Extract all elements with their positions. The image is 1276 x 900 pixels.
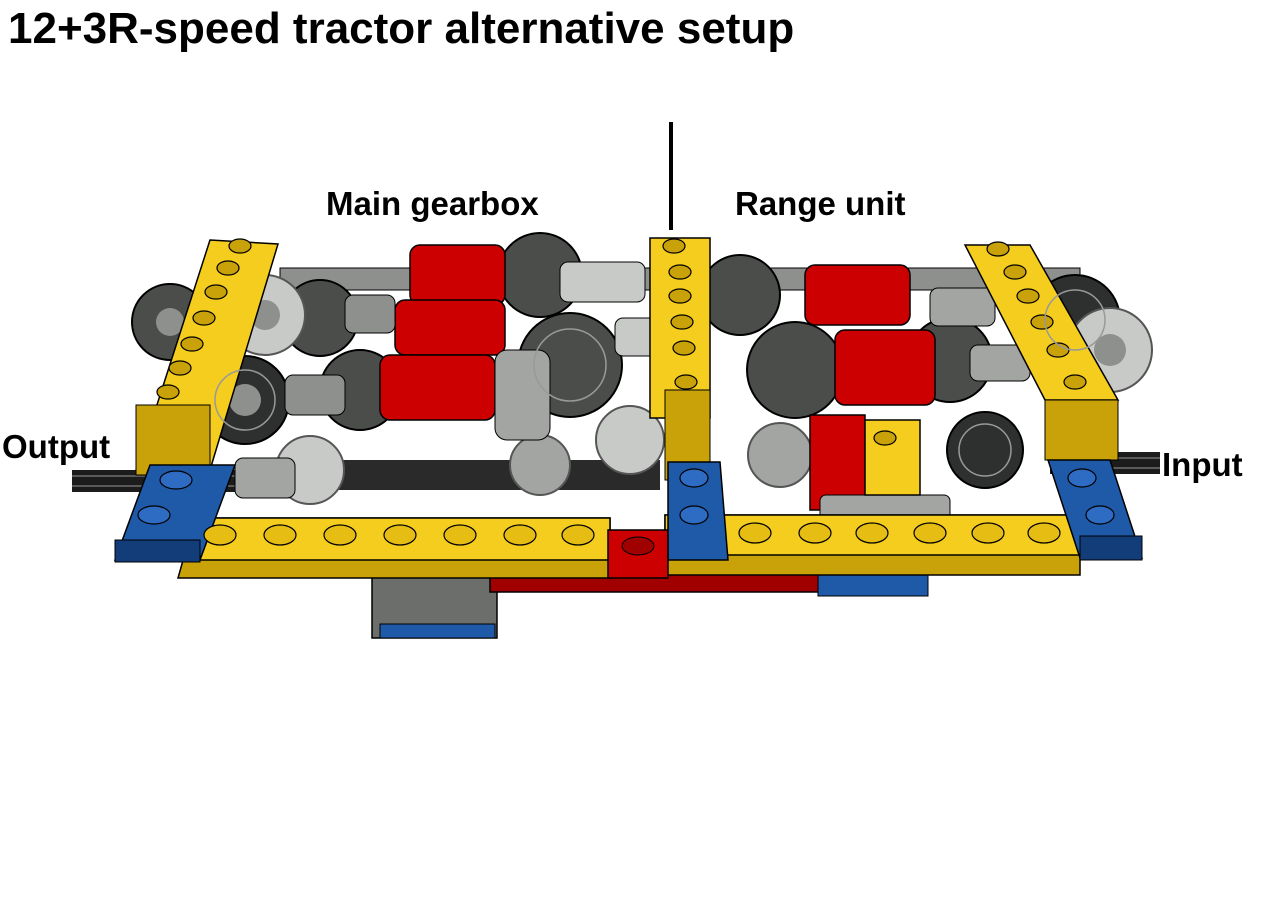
liftarm-holes — [156, 238, 1087, 446]
gear-hub-details — [214, 289, 1106, 477]
range-unit-label: Range unit — [735, 185, 906, 222]
main-gearbox-label: Main gearbox — [326, 185, 539, 222]
page-title: 12+3R-speed tractor alternative setup — [8, 4, 795, 53]
output-label: Output — [2, 428, 111, 465]
front-frame-beam — [177, 514, 1081, 579]
red-shift-sleeves — [379, 244, 936, 511]
studs — [137, 468, 1115, 546]
input-label: Input — [1162, 446, 1243, 483]
section-divider-line — [669, 122, 673, 230]
